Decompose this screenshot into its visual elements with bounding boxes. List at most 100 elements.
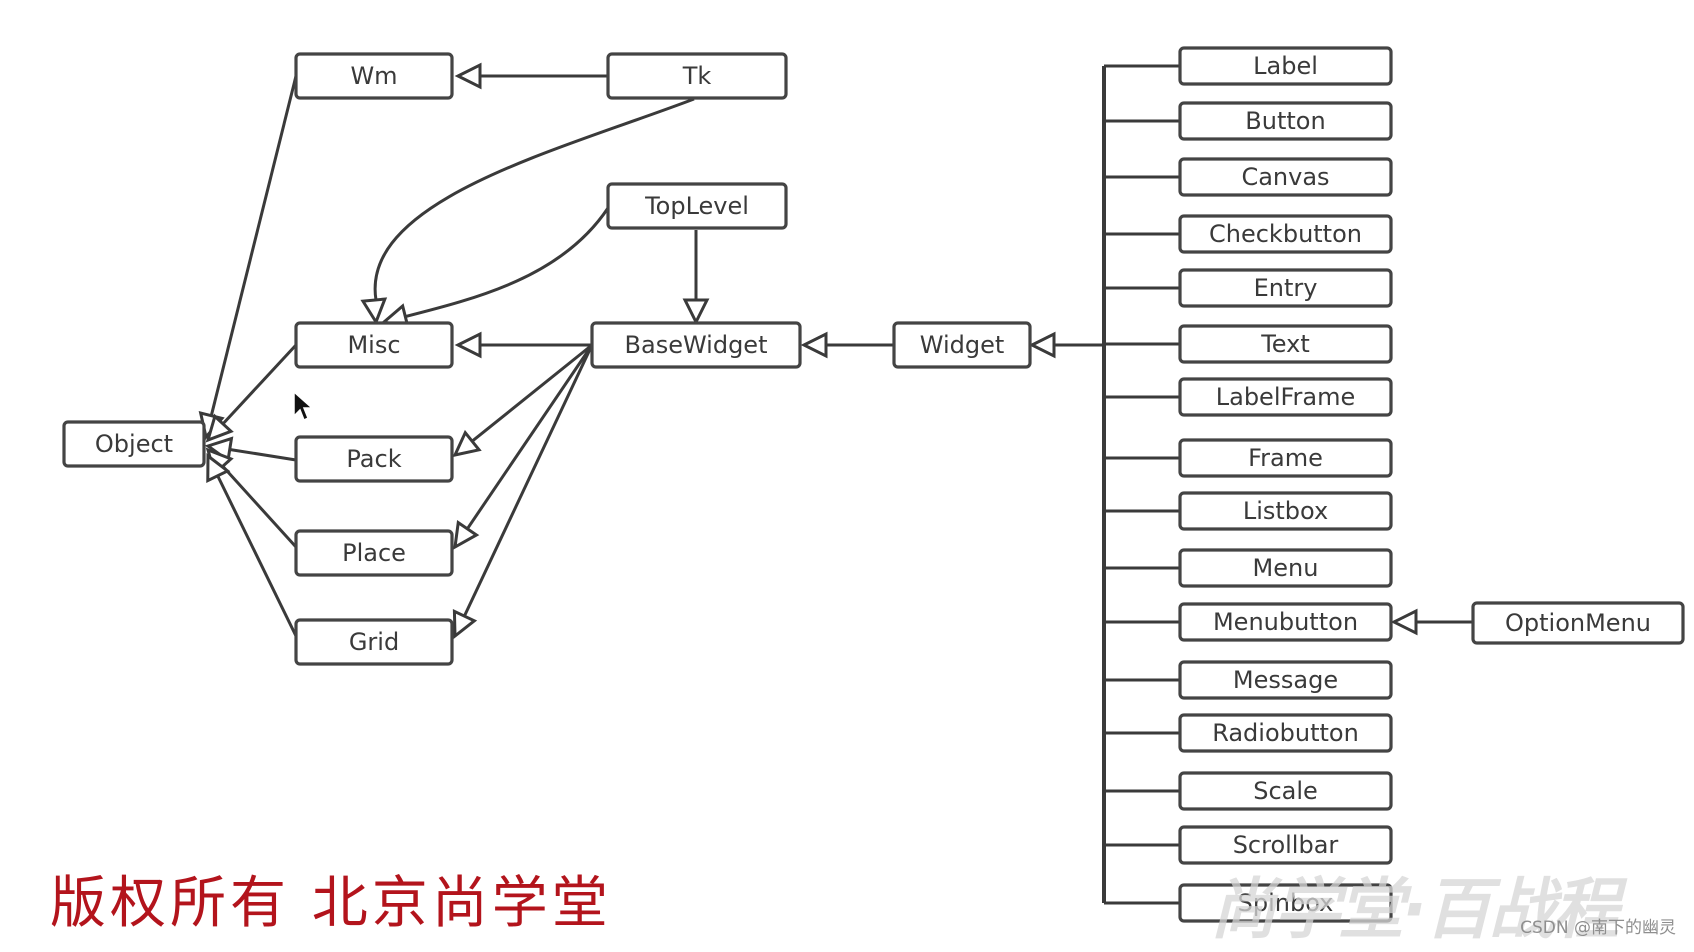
class-box-frame <box>1178 101 1393 141</box>
class-box-frame: Frame <box>1178 438 1393 478</box>
class-box-button: Button <box>1178 101 1393 141</box>
class-box-frame <box>1178 883 1393 923</box>
edge-grid-object <box>216 475 298 637</box>
class-box-checkbutton: Checkbutton <box>1178 214 1393 254</box>
class-box-label: Scale <box>1253 777 1318 805</box>
class-box-frame <box>1178 825 1393 865</box>
edge-bus-widget-arrowhead <box>1028 331 1056 359</box>
class-box-frame <box>1178 214 1393 254</box>
mouse-cursor-icon <box>293 390 314 422</box>
class-box-label: Entry <box>1254 274 1318 302</box>
class-box-label: Menubutton <box>1213 608 1358 636</box>
class-box-wm: Wm <box>294 52 454 100</box>
copyright-text: 版权所有 北京尚学堂 <box>50 871 612 936</box>
class-box-pack: Pack <box>294 435 454 483</box>
class-box-frame <box>892 321 1032 369</box>
class-box-label: Spinbox <box>1238 889 1334 917</box>
class-box-label: OptionMenu <box>1505 609 1651 637</box>
class-box-frame <box>1178 157 1393 197</box>
inheritance-edges <box>198 62 1473 905</box>
class-box-label: Button <box>1245 107 1325 135</box>
edge-tk-misc-arrowhead <box>360 297 388 326</box>
class-box-text: Text <box>1178 324 1393 364</box>
class-box-frame <box>1178 713 1393 753</box>
class-box-label: BaseWidget <box>625 331 768 359</box>
edge-basewidget-place-arrowhead <box>453 520 480 550</box>
class-box-tk: Tk <box>606 52 788 100</box>
class-box-canvas: Canvas <box>1178 157 1393 197</box>
edge-place-object <box>221 465 298 549</box>
class-box-label: TopLevel <box>644 192 749 220</box>
class-box-label: Label <box>1253 52 1318 80</box>
class-box-label: Object <box>95 430 173 458</box>
class-box-label: Message <box>1233 666 1338 694</box>
class-box-frame <box>1178 660 1393 700</box>
edge-tk-wm-arrowhead <box>454 62 482 90</box>
class-box-label: Wm <box>350 62 397 90</box>
class-box-frame <box>1178 602 1393 642</box>
class-box-frame <box>590 321 802 369</box>
class-box-frame <box>1471 601 1685 645</box>
class-box-frame <box>1178 268 1393 308</box>
edge-pack-object <box>229 447 297 462</box>
class-box-frame <box>1178 377 1393 417</box>
class-box-spinbox: Spinbox <box>1178 883 1393 923</box>
class-box-label: Text <box>1260 330 1310 358</box>
class-box-grid: Grid <box>294 618 454 666</box>
class-box-frame <box>1178 491 1393 531</box>
edge-basewidget-pack <box>471 343 593 443</box>
class-box-scrollbar: Scrollbar <box>1178 825 1393 865</box>
class-box-toplevel: TopLevel <box>606 182 788 230</box>
edge-tk-misc <box>373 97 695 301</box>
class-box-frame <box>606 52 788 100</box>
class-box-frame <box>294 529 454 577</box>
class-box-label: Label <box>1178 46 1393 86</box>
class-box-scale: Scale <box>1178 771 1393 811</box>
edge-basewidget-place <box>466 344 594 530</box>
edge-toplevel-basewidget-arrowhead <box>682 298 710 326</box>
edge-widget-basewidget-arrowhead <box>800 331 828 359</box>
class-box-label: Widget <box>920 331 1005 359</box>
class-box-frame <box>1178 46 1393 86</box>
class-box-label: Tk <box>682 62 712 90</box>
class-box-menubutton: Menubutton <box>1178 602 1393 642</box>
edge-misc-object <box>221 343 298 425</box>
class-box-labelframe: LabelFrame <box>1178 377 1393 417</box>
class-box-frame <box>1178 771 1393 811</box>
class-box-label: Checkbutton <box>1209 220 1362 248</box>
class-box-place: Place <box>294 529 454 577</box>
class-box-frame <box>294 618 454 666</box>
class-box-label: Listbox <box>1243 497 1328 525</box>
class-box-menu: Menu <box>1178 548 1393 588</box>
class-box-label: Menu <box>1253 554 1319 582</box>
class-box-object: Object <box>62 420 206 468</box>
class-box-entry: Entry <box>1178 268 1393 308</box>
class-box-label: Radiobutton <box>1212 719 1359 747</box>
class-box-label: Pack <box>346 445 401 473</box>
class-box-frame <box>606 182 788 230</box>
class-box-basewidget: BaseWidget <box>590 321 802 369</box>
class-box-label: Misc <box>347 331 400 359</box>
csdn-watermark: CSDN @南下的幽灵 <box>1520 918 1676 938</box>
edge-basewidget-pack-arrowhead <box>452 429 482 458</box>
class-box-message: Message <box>1178 660 1393 700</box>
class-box-listbox: Listbox <box>1178 491 1393 531</box>
class-box-frame <box>294 435 454 483</box>
edge-basewidget-grid <box>463 344 594 617</box>
edge-wm-object <box>209 75 298 417</box>
brand-watermark: 尚学堂·百战程 <box>1210 871 1619 948</box>
class-box-widget: Widget <box>892 321 1032 369</box>
class-box-frame <box>1178 548 1393 588</box>
class-box-label: Grid <box>349 628 399 656</box>
class-box-label: Scrollbar <box>1233 831 1339 859</box>
class-box-frame <box>1178 438 1393 478</box>
class-box-label: Canvas <box>1241 163 1329 191</box>
class-box-frame <box>294 321 454 369</box>
edge-optionmenu-menubutton-arrowhead <box>1390 608 1418 636</box>
class-box-optionmenu: OptionMenu <box>1471 601 1685 645</box>
class-box-frame <box>294 52 454 100</box>
class-box-label: Frame <box>1248 444 1323 472</box>
class-box-misc: Misc <box>294 321 454 369</box>
